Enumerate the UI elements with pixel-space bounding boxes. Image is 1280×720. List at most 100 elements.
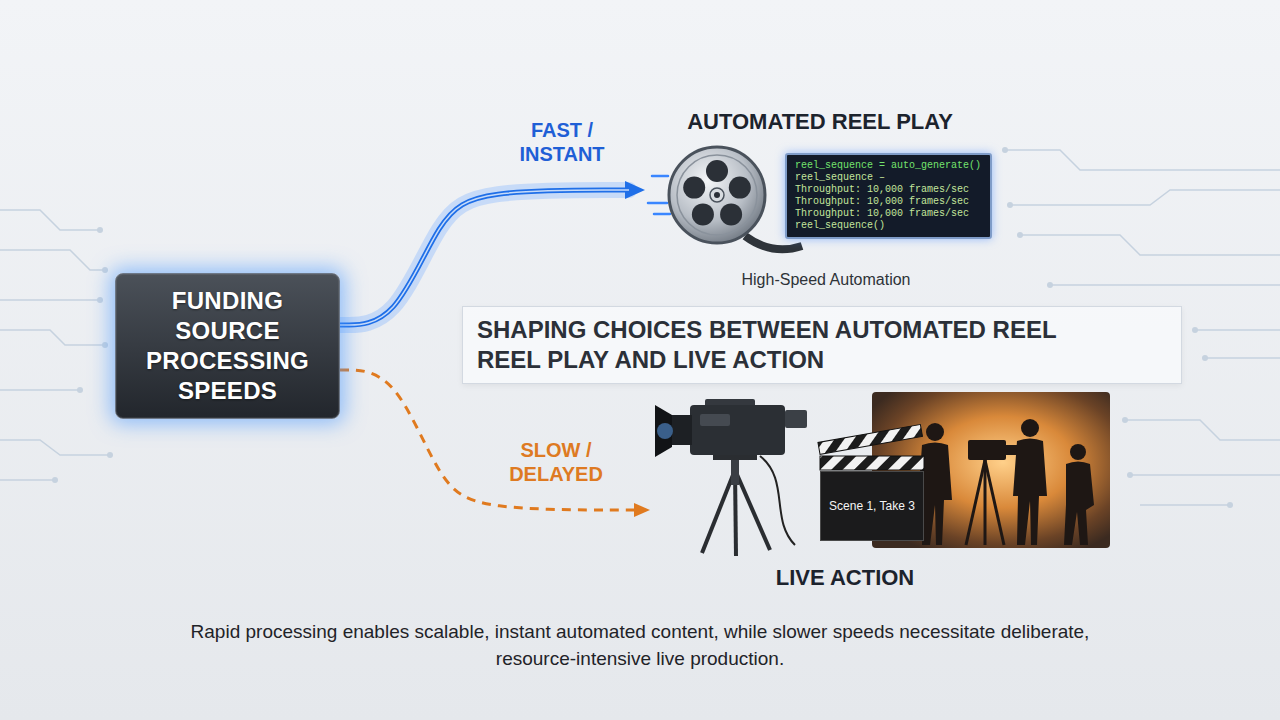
crew-photo xyxy=(1070,444,1086,460)
crew-photo xyxy=(984,460,987,545)
film-reel-icon xyxy=(669,147,765,243)
arrow-line xyxy=(340,370,636,510)
film-camera-illustration xyxy=(700,414,730,426)
film-camera-illustration xyxy=(702,470,735,553)
code-line: reel_sequence – xyxy=(795,172,982,184)
film-reel-icon xyxy=(692,203,714,225)
circuit-lines xyxy=(0,389,80,391)
circuit-lines xyxy=(0,440,110,455)
caption: Rapid processing enables scalable, insta… xyxy=(190,618,1090,672)
edge-label-box: SLOW / DELAYED xyxy=(500,438,612,486)
circuit-lines xyxy=(0,210,100,230)
circuit-lines xyxy=(1050,284,1280,286)
circuit-dots xyxy=(1202,355,1208,361)
circuit-lines xyxy=(1140,504,1230,506)
source-box: FUNDING SOURCE PROCESSING SPEEDS xyxy=(115,273,340,419)
circuit-dots xyxy=(1227,502,1233,508)
circuit-dots xyxy=(1007,202,1013,208)
crew-photo xyxy=(1013,439,1047,546)
circuit-lines xyxy=(1005,150,1280,170)
caption-box: Rapid processing enables scalable, insta… xyxy=(190,618,1090,672)
arrow-highlight xyxy=(340,190,629,325)
circuit-dots xyxy=(77,387,83,393)
arrow-glow xyxy=(340,190,629,325)
group-heading: LIVE ACTION xyxy=(776,565,915,591)
speed-lines xyxy=(654,213,670,216)
film-camera-illustration xyxy=(690,405,785,455)
crew-photo xyxy=(926,423,944,441)
title-banner: SHAPING CHOICES BETWEEN AUTOMATED REEL R… xyxy=(462,306,1182,384)
circuit-dots xyxy=(52,477,58,483)
edge-label: SLOW / DELAYED xyxy=(500,438,612,486)
film-reel-icon xyxy=(714,192,720,198)
circuit-dots xyxy=(97,297,103,303)
clapperboard-clapper xyxy=(818,424,924,470)
group-heading: AUTOMATED REEL PLAY xyxy=(687,109,953,135)
box-title: FUNDING SOURCE PROCESSING SPEEDS xyxy=(126,286,329,406)
circuit-lines xyxy=(0,330,105,345)
code-line: reel_sequence() xyxy=(795,220,982,232)
code-line: Throughput: 10,000 frames/sec xyxy=(795,196,982,208)
circuit-dots xyxy=(1047,282,1053,288)
code-line: Throughput: 10,000 frames/sec xyxy=(795,208,982,220)
speed-lines xyxy=(652,175,668,178)
crew-photo xyxy=(985,460,1004,545)
crew-photo xyxy=(1021,419,1039,437)
speed-lines xyxy=(648,176,670,214)
circuit-lines xyxy=(0,250,105,270)
automation-group: AUTOMATED REEL PLAY High-Speed Automation… xyxy=(645,105,995,295)
clapperboard: Scene 1, Take 3 xyxy=(820,471,924,541)
live-action-group: LIVE ACTION Scene 1, Take 3 xyxy=(650,395,1110,595)
code-line: reel_sequence = auto_generate() xyxy=(795,160,982,172)
circuit-dots xyxy=(1127,472,1133,478)
crew-photo xyxy=(1064,462,1094,546)
flow-arrow xyxy=(340,370,636,510)
film-camera-illustration xyxy=(735,470,770,550)
diagram-title: SHAPING CHOICES BETWEEN AUTOMATED REEL R… xyxy=(477,315,1095,375)
circuit-dots xyxy=(1017,232,1023,238)
film-reel-icon xyxy=(669,147,802,249)
circuit-dots xyxy=(1192,327,1198,333)
circuit-lines xyxy=(0,479,55,481)
circuit-lines xyxy=(1125,420,1280,440)
circuit-dots xyxy=(102,267,108,273)
circuit-dots xyxy=(97,227,103,233)
film-camera-illustration xyxy=(760,456,795,545)
crew-photo xyxy=(966,460,985,545)
circuit-dots xyxy=(1122,417,1128,423)
film-camera-illustration xyxy=(655,405,672,457)
circuit-lines xyxy=(1010,190,1280,205)
group-subtitle: High-Speed Automation xyxy=(742,271,911,289)
speed-lines xyxy=(648,202,667,205)
crew-photo xyxy=(966,460,1004,545)
circuit-dots xyxy=(107,452,113,458)
clapper-text: Scene 1, Take 3 xyxy=(829,499,915,513)
code-line: Throughput: 10,000 frames/sec xyxy=(795,184,982,196)
circuit-dots xyxy=(102,342,108,348)
film-camera-illustration xyxy=(655,399,807,556)
circuit-lines xyxy=(1130,474,1280,476)
film-reel-icon xyxy=(677,155,757,235)
clapperboard-clapper xyxy=(820,456,924,470)
edge-label: FAST / INSTANT xyxy=(512,118,612,166)
circuit-lines xyxy=(1195,329,1280,331)
film-reel-icon xyxy=(706,160,728,182)
code-screen: reel_sequence = auto_generate()reel_sequ… xyxy=(785,153,992,239)
film-camera-illustration xyxy=(657,423,673,439)
crew-photo xyxy=(968,440,1006,460)
film-reel-icon xyxy=(710,188,724,202)
arrow-line xyxy=(340,190,629,325)
film-reel-icon xyxy=(683,177,705,199)
film-reel-icon xyxy=(729,177,751,199)
film-camera-illustration xyxy=(785,410,807,428)
circuit-dots xyxy=(1002,147,1008,153)
circuit-lines xyxy=(0,299,100,301)
crew-photo xyxy=(918,419,1094,545)
film-reel-icon xyxy=(720,203,742,225)
circuit-lines xyxy=(1205,357,1280,359)
edge-label-box: FAST / INSTANT xyxy=(512,118,612,166)
circuit-lines xyxy=(1020,235,1280,255)
flow-arrow xyxy=(340,190,629,325)
clapperboard-clapper xyxy=(818,424,923,454)
